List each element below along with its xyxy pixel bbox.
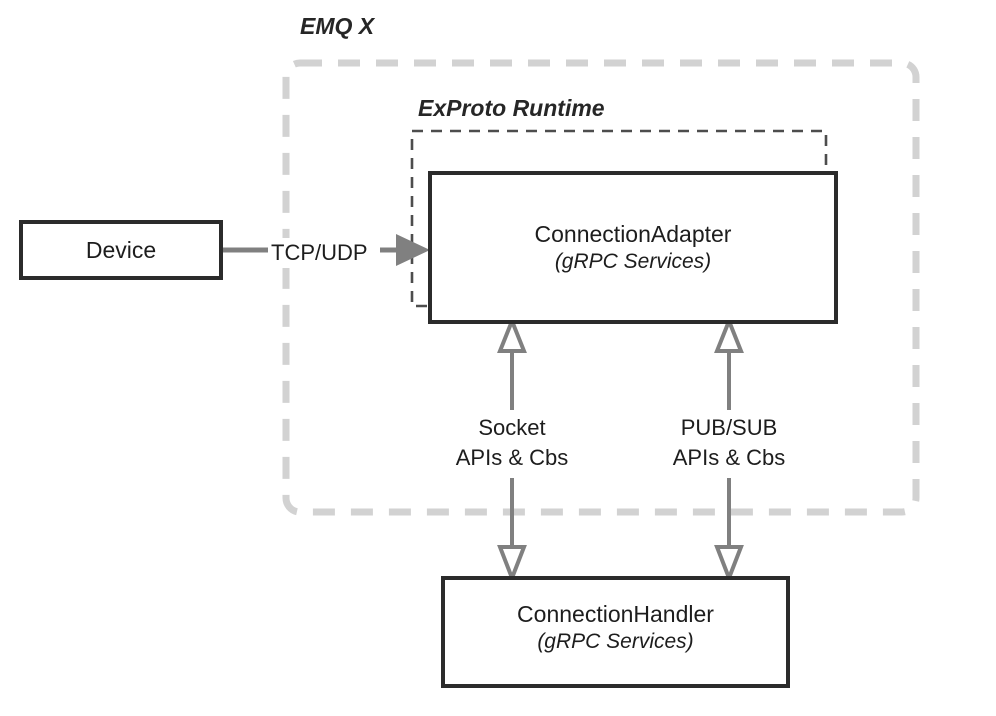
edge-label-pubsub-line1: PUB/SUB	[680, 415, 778, 440]
edge-label-tcp-udp: TCP/UDP	[268, 238, 371, 268]
socket-arrow-up-head	[497, 315, 527, 353]
edge-label-pubsub-line2: APIs & Cbs	[672, 444, 786, 470]
edge-label-socket: Socket APIs & Cbs	[412, 413, 612, 472]
group-label-exproto: ExProto Runtime	[418, 95, 605, 121]
group-emqx-border	[282, 59, 920, 516]
node-connection-handler-box[interactable]	[441, 576, 790, 688]
edge-label-socket-line1: Socket	[478, 415, 546, 440]
pubsub-arrow-down-head	[714, 545, 744, 584]
tcp-udp-arrow-head	[396, 234, 430, 266]
node-device-box[interactable]	[19, 220, 223, 280]
node-connection-adapter-box[interactable]	[428, 171, 838, 324]
edge-label-socket-line2: APIs & Cbs	[455, 444, 569, 470]
socket-arrow-down-head	[497, 545, 527, 584]
pubsub-arrow-up-head	[714, 315, 744, 353]
edge-label-pubsub: PUB/SUB APIs & Cbs	[629, 413, 829, 472]
group-label-emqx: EMQ X	[300, 13, 375, 39]
